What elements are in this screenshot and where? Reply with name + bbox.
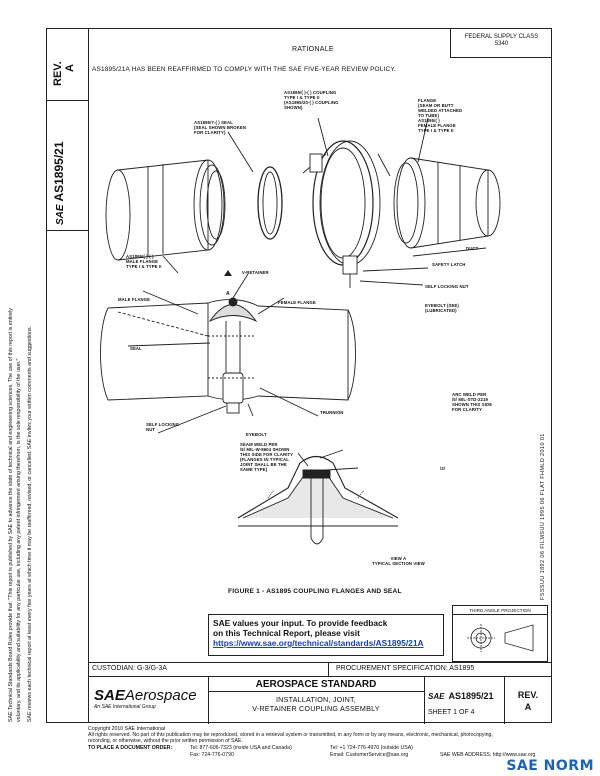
rev-label: REV.	[517, 690, 539, 700]
footer-copyright: Copyright 2010 SAE International	[88, 726, 165, 732]
seal-ring	[257, 166, 283, 240]
label-ref-tag: /3/	[440, 466, 446, 471]
feedback-box: SAE values your input. To provide feedba…	[208, 614, 444, 656]
label-coupling: AS1895/( )-( ) COUPLING TYPE I & TYPE II…	[284, 90, 339, 110]
title-row: SAEAerospace An SAE International Group …	[88, 676, 552, 724]
drawing-frame	[88, 28, 552, 723]
label-seal-short: SEAL	[130, 346, 142, 351]
brand-tagline: An SAE International Group	[94, 704, 156, 710]
standard-type: AEROSPACE STANDARD	[208, 677, 424, 692]
label-male-flange: MALE FLANGE	[118, 297, 151, 302]
right-margin-codes: FSSSUU 1892 06 FILMSUU 1995 06 FLAT FHML…	[540, 433, 546, 600]
third-angle-label: THIRD ANGLE PROJECTION	[453, 606, 547, 615]
rationale-heading: RATIONALE	[292, 46, 334, 53]
custodian-text: CUSTODIAN: G-3/G-3A	[92, 665, 167, 672]
left-sae-logo: SAE	[55, 204, 66, 225]
left-rev-label: REV.	[52, 61, 64, 86]
sheet-number: SHEET 1 OF 4	[428, 709, 475, 716]
margin-disclaimer-3: SAE reviews each technical report at lea…	[27, 325, 33, 722]
label-female-flange: FEMALE FLANGE	[278, 300, 316, 305]
footer-rights-2: recording, or otherwise, without the pri…	[88, 738, 243, 744]
label-duct: DUCT	[466, 246, 479, 251]
label-eyebolt-low: EYEBOLT	[246, 432, 267, 437]
label-flange-female: FLANGE (SEAM OR BUTT WELDED ATTACHED TO …	[418, 98, 463, 133]
footer-order-label: TO PLACE A DOCUMENT ORDER:	[88, 745, 173, 751]
rev-block: REV. A	[504, 689, 552, 713]
label-self-locking-nut-low: SELF LOCKING NUT	[146, 422, 180, 432]
label-v-retainer: V-RETAINER	[242, 270, 269, 275]
left-divider	[46, 100, 88, 101]
left-rev-value: A	[64, 64, 76, 72]
label-arc-weld: ARC WELD PER /5/ MIL-STD-2219 SHOWN THIS…	[452, 392, 493, 412]
margin-disclaimer-1: SAE Technical Standards Board Rules prov…	[8, 308, 14, 722]
footer-fax: Fax: 724-776-0790	[190, 752, 234, 758]
label-a-marker: A	[226, 291, 230, 297]
figure-caption: FIGURE 1 - AS1895 COUPLING FLANGES AND S…	[228, 588, 402, 595]
rev-value: A	[524, 702, 532, 712]
label-self-locking-nut: SELF LOCKING NUT	[425, 284, 469, 289]
federal-supply-class-box: FEDERAL SUPPLY CLASS 5340	[450, 28, 552, 58]
brand-sub: Aerospace	[124, 687, 197, 704]
procurement-text: PROCUREMENT SPECIFICATION: AS1895	[336, 665, 475, 672]
label-male-flange-top: AS1895/( )-( ) MALE FLANGE TYPE I & TYPE…	[126, 254, 162, 269]
sae-aerospace-logo: SAEAerospace An SAE International Group	[94, 687, 197, 710]
feedback-line1: SAE values your input. To provide feedba…	[213, 618, 388, 628]
rationale-body: AS1895/21A HAS BEEN REAFFIRMED TO COMPLY…	[92, 66, 396, 73]
footer-tel1: Tel: 877-606-7323 (inside USA and Canada…	[190, 745, 292, 751]
label-safety-latch: SAFETY LATCH	[432, 262, 466, 267]
fsc-label: FEDERAL SUPPLY CLASS	[464, 34, 539, 40]
feedback-line2: on this Technical Report, please visit	[213, 628, 360, 638]
joint-pipe-left	[107, 302, 209, 401]
coupling-figure-drawing	[100, 117, 501, 545]
title-line2: V-RETAINER COUPLING ASSEMBLY	[252, 704, 380, 713]
label-view-a: VIEW A TYPICAL SECTION VIEW	[372, 556, 425, 566]
view-a-section	[237, 455, 399, 519]
label-seam-weld: SEAM WELD PER /5/ MIL-W-8604 SHOWN THIS …	[240, 442, 294, 472]
left-doc-id: SAE AS1895/21	[52, 142, 66, 226]
label-eyebolt: EYEBOLT (SEE) (LUBRICATED)	[425, 303, 459, 313]
doc-sae-logo: SAE	[428, 692, 445, 701]
footer-tel2: Tel: +1 724-776-4970 (outside USA)	[330, 745, 413, 751]
title-line1: INSTALLATION, JOINT,	[275, 695, 356, 704]
label-seal: AS1895/7-( ) SEAL (SEAL SHOWN BROKEN FOR…	[194, 120, 247, 135]
feedback-link[interactable]: https://www.sae.org/technical/standards/…	[213, 638, 424, 648]
document-title: INSTALLATION, JOINT, V-RETAINER COUPLING…	[208, 695, 424, 713]
left-margin-column	[46, 28, 88, 723]
doc-number: AS1895/21	[448, 691, 494, 701]
fsc-value: 5340	[494, 41, 509, 47]
left-doc-number: AS1895/21	[52, 141, 66, 202]
left-divider-2	[46, 230, 88, 231]
label-trunnion: TRUNNION	[320, 410, 344, 415]
third-angle-projection-box: THIRD ANGLE PROJECTION	[452, 605, 548, 662]
third-angle-symbol	[467, 624, 534, 652]
watermark-logo: SAE NORM	[506, 758, 594, 774]
margin-disclaimer-2: voluntary, and its applicability and sui…	[16, 358, 22, 722]
footer-rights: All rights reserved. No part of this pub…	[88, 732, 493, 738]
joint-pipe-right	[257, 305, 349, 401]
custodian-row: CUSTODIAN: G-3/G-3A PROCUREMENT SPECIFIC…	[88, 662, 552, 677]
footer-email[interactable]: Email: CustomerService@sae.org	[330, 752, 409, 758]
brand-main: SAE	[94, 687, 125, 704]
footer-web[interactable]: SAE WEB ADDRESS: http://www.sae.org	[440, 752, 536, 758]
